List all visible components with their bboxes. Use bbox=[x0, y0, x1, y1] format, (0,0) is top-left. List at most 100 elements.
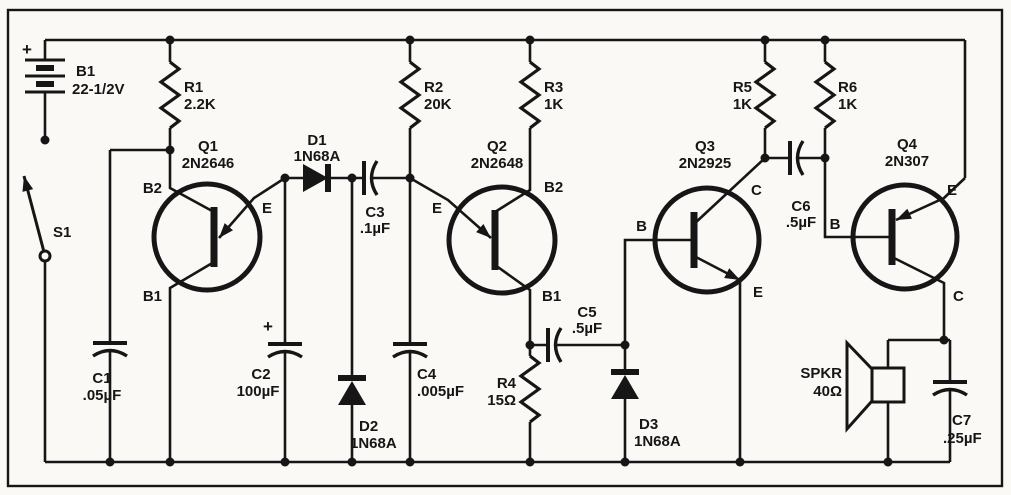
junction-dot bbox=[40, 135, 50, 145]
capacitor-value: .05µF bbox=[83, 387, 122, 404]
pin-label-e: E bbox=[753, 284, 763, 301]
capacitor-value: .5µF bbox=[572, 320, 602, 337]
speaker-value: 40Ω bbox=[813, 383, 842, 400]
resistor-ref: R3 bbox=[544, 79, 563, 96]
pin-label-b: B bbox=[636, 218, 647, 235]
transistor-part-number: 2N2925 bbox=[679, 155, 732, 172]
capacitor-c4: C4 .005µF bbox=[391, 342, 464, 400]
capacitor-ref: C5 bbox=[577, 304, 596, 321]
transistor-q2: Q2 2N2648 E B2 B1 bbox=[432, 138, 563, 305]
diode-part-number: 1N68A bbox=[294, 148, 341, 165]
capacitor-value: .1µF bbox=[360, 220, 390, 237]
resistor-zigzag bbox=[159, 60, 181, 130]
resistor-value: 1K bbox=[544, 96, 563, 113]
junction-dot bbox=[939, 335, 949, 345]
junction-dot bbox=[347, 457, 357, 467]
junction-dot bbox=[280, 173, 290, 183]
transistor-part-number: 2N2648 bbox=[471, 155, 524, 172]
resistor-r2: R2 20K bbox=[399, 60, 452, 130]
resistor-ref: R6 bbox=[838, 79, 857, 96]
pin-label-e: E bbox=[262, 200, 272, 217]
emitter-arrow bbox=[896, 208, 912, 220]
resistor-value: 2.2K bbox=[184, 96, 216, 113]
junction-dot bbox=[347, 173, 357, 183]
transistor-ref: Q3 bbox=[695, 138, 715, 155]
transistor-ref: Q1 bbox=[198, 138, 218, 155]
junction-dot bbox=[760, 35, 770, 45]
emitter-arrow bbox=[219, 223, 233, 238]
transistor-q3: Q3 2N2925 B C E bbox=[636, 138, 763, 301]
image-border bbox=[6, 8, 1004, 488]
pin-label-b: B bbox=[830, 216, 841, 233]
capacitor-ref: C2 bbox=[251, 366, 270, 383]
diode-d2: D2 1N68A bbox=[338, 378, 397, 452]
capacitor-value: 100µF bbox=[237, 383, 280, 400]
transistor-part-number: 2N2646 bbox=[182, 155, 235, 172]
diode-symbol bbox=[338, 378, 366, 405]
resistor-ref: R5 bbox=[733, 79, 752, 96]
resistor-value: 1K bbox=[733, 96, 752, 113]
emitter-arrow bbox=[476, 223, 491, 238]
battery-value: 22-1/2V bbox=[72, 81, 125, 98]
speaker-magnet bbox=[870, 366, 906, 404]
transistor-ref: Q4 bbox=[897, 136, 918, 153]
transistor-q4: Q4 2N307 B E C bbox=[830, 136, 964, 305]
junction-dot bbox=[105, 457, 115, 467]
capacitor-ref: C4 bbox=[417, 366, 437, 383]
speaker-cone bbox=[845, 339, 874, 433]
capacitor-ref: C1 bbox=[92, 370, 111, 387]
diode-symbol bbox=[611, 372, 639, 399]
junction-dot bbox=[165, 145, 175, 155]
diode-part-number: 1N68A bbox=[634, 433, 681, 450]
junction-dot bbox=[820, 153, 830, 163]
junction-dot bbox=[525, 35, 535, 45]
transistor-body bbox=[446, 184, 558, 296]
capacitor-c2: + C2 100µF bbox=[237, 317, 304, 400]
diode-ref: D2 bbox=[359, 418, 378, 435]
transistor-body bbox=[850, 182, 960, 292]
capacitor-ref: C7 bbox=[952, 412, 971, 429]
capacitor-plus-sign: + bbox=[263, 317, 273, 336]
capacitor-value: .5µF bbox=[786, 214, 816, 231]
pin-label-b1: B1 bbox=[542, 288, 561, 305]
resistor-r4: R4 15Ω bbox=[487, 354, 541, 424]
resistor-zigzag bbox=[399, 60, 421, 130]
junction-dot bbox=[883, 457, 893, 467]
pin-label-b1: B1 bbox=[143, 288, 162, 305]
capacitor-c7: C7 .25µF bbox=[931, 380, 982, 447]
diode-ref: D3 bbox=[639, 416, 658, 433]
emitter-arrow bbox=[724, 268, 740, 280]
switch-terminal bbox=[38, 249, 52, 263]
resistor-r3: R3 1K bbox=[519, 60, 563, 130]
junction-dot bbox=[760, 153, 770, 163]
capacitor-c6: C6 .5µF bbox=[786, 139, 816, 231]
junction-dot bbox=[165, 457, 175, 467]
pin-label-e: E bbox=[432, 200, 442, 217]
transistor-body bbox=[652, 185, 762, 295]
battery-b1: + B1 22-1/2V bbox=[22, 40, 125, 98]
capacitor-c1: C1 .05µF bbox=[83, 341, 129, 404]
pin-label-c: C bbox=[953, 288, 964, 305]
pin-label-b2: B2 bbox=[544, 179, 563, 196]
diode-d3: D3 1N68A bbox=[611, 372, 681, 450]
junction-dot bbox=[620, 340, 630, 350]
transistor-body bbox=[151, 181, 263, 293]
speaker-ref: SPKR bbox=[800, 365, 842, 382]
junction-dot bbox=[620, 457, 630, 467]
capacitor-ref: C3 bbox=[365, 204, 384, 221]
pin-label-e: E bbox=[947, 182, 957, 199]
battery-ref: B1 bbox=[76, 63, 95, 80]
resistor-value: 1K bbox=[838, 96, 857, 113]
junction-dot bbox=[735, 457, 745, 467]
diode-part-number: 1N68A bbox=[350, 435, 397, 452]
resistor-value: 15Ω bbox=[487, 392, 516, 409]
junction-dot bbox=[405, 173, 415, 183]
resistor-zigzag bbox=[754, 60, 776, 130]
resistor-ref: R2 bbox=[424, 79, 443, 96]
resistor-r5: R5 1K bbox=[733, 60, 776, 130]
junction-dot bbox=[525, 457, 535, 467]
capacitor-value: .005µF bbox=[417, 383, 464, 400]
junction-dot bbox=[820, 35, 830, 45]
junction-dot bbox=[280, 457, 290, 467]
